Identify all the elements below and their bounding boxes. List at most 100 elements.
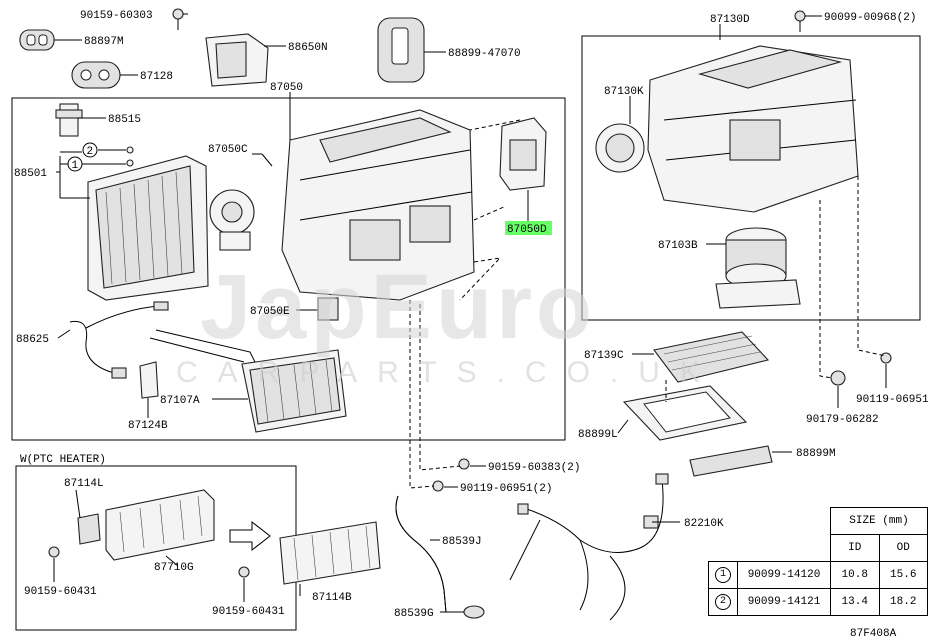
label-87103b[interactable]: 87103B (658, 240, 698, 252)
size-table-mark-cell: 2 (708, 588, 738, 616)
servo-motor-87050c[interactable] (209, 189, 255, 251)
label-90159-60303[interactable]: 90159-60303 (80, 10, 153, 22)
label-88539j[interactable]: 88539J (442, 536, 482, 548)
leader-lines (53, 13, 887, 613)
hvac-case-87050[interactable] (281, 109, 475, 301)
size-table-od: 15.6 (878, 561, 928, 589)
label-90159-60431-right[interactable]: 90159-60431 (212, 606, 285, 618)
label-88539g[interactable]: 88539G (394, 608, 434, 620)
heater-core-87107a[interactable] (149, 329, 347, 433)
marker-1-text: 1 (72, 160, 79, 172)
size-table-part[interactable]: 90099-14121 (737, 588, 831, 616)
label-87107a[interactable]: 87107A (160, 395, 200, 407)
label-87050[interactable]: 87050 (270, 82, 303, 94)
drain-hose-88539j[interactable] (395, 495, 447, 613)
size-table-mark-cell: 1 (708, 561, 738, 589)
size-table-col-od: OD (878, 534, 928, 562)
marker-2: 2 (82, 142, 98, 158)
label-90099-00968[interactable]: 90099-00968(2) (824, 12, 916, 24)
label-90119-06951-2[interactable]: 90119-06951(2) (460, 483, 552, 495)
label-87130d[interactable]: 87130D (710, 14, 750, 26)
wire-harness-82210k[interactable] (509, 473, 669, 621)
label-87114l[interactable]: 87114L (64, 478, 104, 490)
label-88899-47070[interactable]: 88899-47070 (448, 48, 521, 60)
grommet-88539g[interactable] (463, 605, 485, 619)
screw-90119-06951-2[interactable] (432, 480, 444, 492)
arrow-icon (229, 520, 271, 552)
o-rings (126, 146, 134, 167)
size-table-part[interactable]: 90099-14120 (737, 561, 831, 589)
label-90159-60431-left[interactable]: 90159-60431 (24, 586, 97, 598)
screw-90099-00968[interactable] (794, 10, 806, 32)
label-87130k[interactable]: 87130K (604, 86, 644, 98)
filter-frame-88899l[interactable] (622, 385, 748, 441)
size-table-header: SIZE (mm) (830, 507, 928, 535)
ptc-heater-87114b[interactable] (279, 521, 381, 585)
clip-88897m[interactable] (19, 29, 55, 51)
watermark-brand: JapEuro (200, 256, 596, 358)
label-82210k[interactable]: 82210K (684, 518, 724, 530)
label-88899l[interactable]: 88899L (578, 429, 618, 441)
marker-2-text: 2 (87, 146, 94, 158)
label-87128[interactable]: 87128 (140, 71, 173, 83)
label-88501[interactable]: 88501 (14, 168, 47, 180)
module-88650n[interactable] (205, 33, 269, 87)
size-table-col-id: ID (830, 534, 880, 562)
screw-90159-60303[interactable] (172, 8, 184, 30)
highlight-87050d (505, 221, 552, 235)
cover-88899m[interactable] (689, 445, 773, 477)
label-88625[interactable]: 88625 (16, 334, 49, 346)
size-table-header-row: SIZE (mm) (709, 507, 928, 535)
label-87050d[interactable]: 87050D (507, 224, 547, 236)
bracket-87114l[interactable] (77, 513, 101, 545)
size-table-od: 18.2 (878, 588, 928, 616)
plate-87130k[interactable] (595, 123, 645, 173)
label-87050c[interactable]: 87050C (208, 144, 248, 156)
size-table-blank-2 (709, 535, 831, 562)
table-row: 2 90099-14121 13.4 18.2 (708, 588, 928, 616)
label-87139c[interactable]: 87139C (584, 350, 624, 362)
label-87124b[interactable]: 87124B (128, 420, 168, 432)
screw-90159-60383[interactable] (458, 458, 470, 470)
size-table-blank (709, 508, 831, 535)
label-88897m[interactable]: 88897M (84, 36, 124, 48)
label-88899m[interactable]: 88899M (796, 448, 836, 460)
evaporator-88501[interactable] (87, 155, 209, 301)
harness-88625[interactable] (69, 301, 169, 379)
blower-unit-box (581, 35, 921, 321)
marker-1: 1 (67, 156, 83, 172)
cover-88899-47070[interactable] (377, 17, 425, 83)
clip-90179-06282[interactable] (830, 370, 846, 386)
sensor-87050e[interactable] (317, 297, 339, 321)
expansion-valve-88515[interactable] (55, 103, 83, 137)
label-87710g[interactable]: 87710G (154, 562, 194, 574)
blower-case-87130d[interactable] (647, 45, 859, 213)
filter-87139c[interactable] (653, 331, 770, 383)
dashed-assembly-lines (409, 119, 887, 489)
table-row: 1 90099-14120 10.8 15.6 (708, 561, 928, 589)
label-90159-60383[interactable]: 90159-60383(2) (488, 462, 580, 474)
watermark-subtitle: CARPARTS.CO.UK (176, 356, 720, 389)
bracket-87124b[interactable] (139, 361, 159, 399)
label-90179-06282[interactable]: 90179-06282 (806, 414, 879, 426)
blower-motor-87103b[interactable] (715, 227, 801, 309)
size-table-mark: 1 (715, 567, 731, 583)
size-table-columns-row: ID OD (709, 534, 928, 562)
screw-90159-60431-right[interactable] (238, 566, 250, 578)
label-88650n[interactable]: 88650N (288, 42, 328, 54)
diagram-code: 87F408A (850, 628, 897, 640)
servo-motor-87050d[interactable] (499, 117, 547, 191)
section-label-ptc-heater: W(PTC HEATER) (20, 454, 106, 466)
size-table: SIZE (mm) ID OD 1 90099-14120 10.8 15.6 … (708, 507, 928, 616)
label-87050e[interactable]: 87050E (250, 306, 290, 318)
label-90119-06951[interactable]: 90119-06951 (856, 394, 929, 406)
ptc-heater-87710g[interactable] (105, 489, 215, 561)
grommet-87128[interactable] (71, 61, 121, 89)
screw-90119-06951[interactable] (880, 352, 892, 364)
main-unit-box (11, 97, 566, 441)
label-88515[interactable]: 88515 (108, 114, 141, 126)
screw-90159-60431-left[interactable] (48, 546, 60, 558)
label-87114b[interactable]: 87114B (312, 592, 352, 604)
